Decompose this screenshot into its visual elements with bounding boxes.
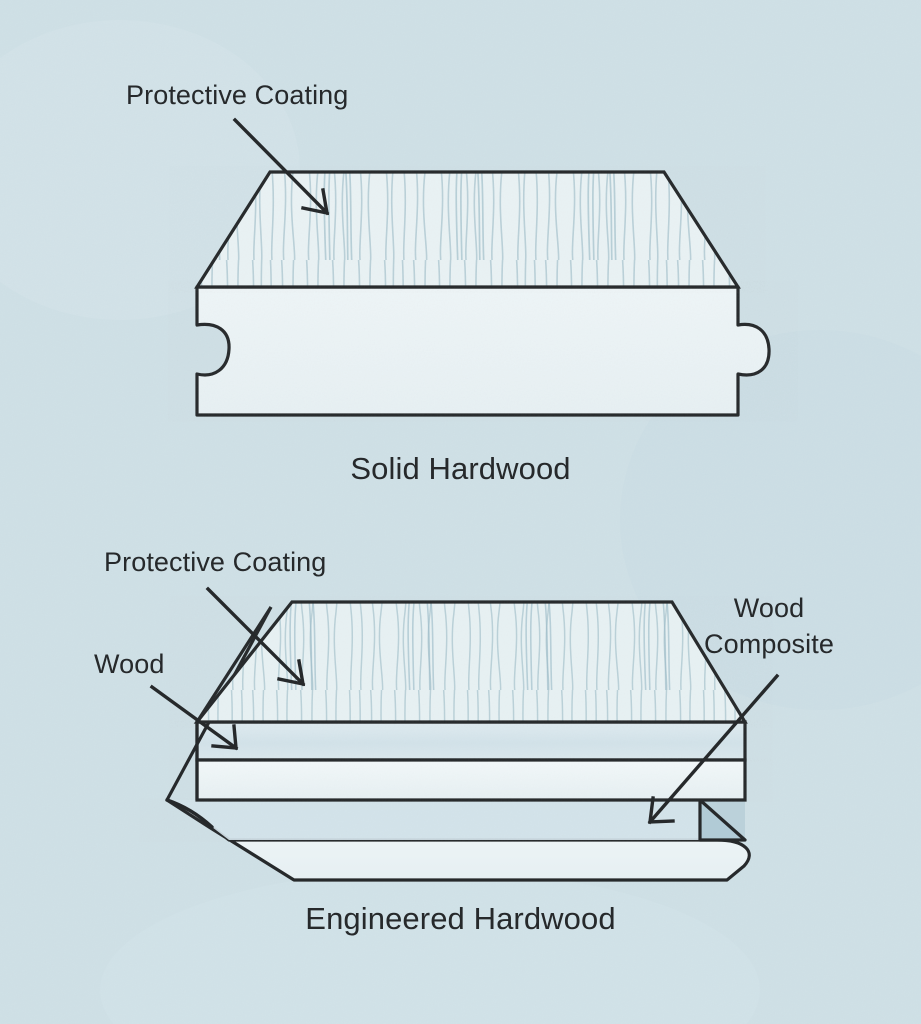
engineered-core-right-bevel: [698, 798, 747, 842]
engineered-wood-veneer-layer: [195, 720, 747, 762]
callout-arrow-protective-coating-1: [232, 117, 330, 216]
solid-hardwood-body: [195, 285, 771, 417]
solid-hardwood-wood-surface: [194, 170, 741, 289]
callout-arrow-protective-coating-2: [205, 586, 306, 687]
label-protective-coating-solid: Protective Coating: [126, 80, 349, 110]
caption-engineered-hardwood: Engineered Hardwood: [305, 901, 616, 936]
callout-arrow-wood: [149, 684, 239, 751]
label-protective-coating-engineered: Protective Coating: [104, 547, 327, 577]
label-wood: Wood: [94, 649, 165, 679]
label-wood-composite-line2: Composite: [704, 628, 834, 659]
engineered-core-strip-layer: [195, 758, 747, 802]
caption-solid-hardwood: Solid Hardwood: [350, 451, 571, 486]
label-wood-composite: Wood Composite: [704, 591, 834, 662]
engineered-left-groove-curve: [165, 798, 214, 829]
callout-arrow-wood-composite: [647, 673, 780, 825]
label-wood-composite-line1: Wood: [733, 593, 805, 623]
engineered-composite-shading: [167, 800, 717, 840]
